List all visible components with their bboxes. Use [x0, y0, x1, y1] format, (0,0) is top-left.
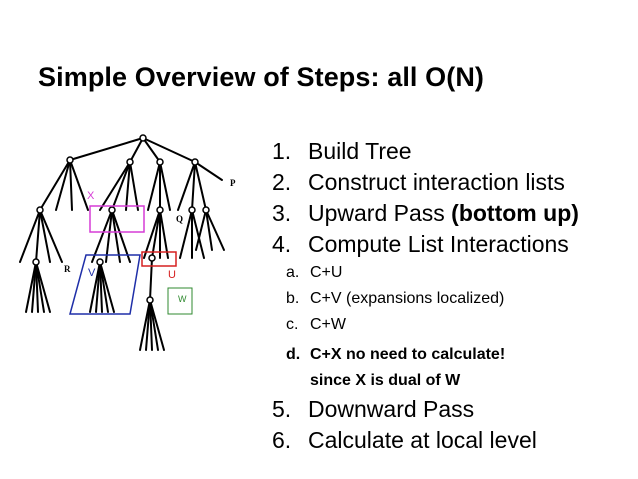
steps-list: 1.Build Tree 2.Construct interaction lis… — [272, 136, 579, 456]
label-r: R — [64, 264, 71, 274]
slide-title: Simple Overview of Steps: all O(N) — [38, 62, 485, 92]
substep-d: d.C+X no need to calculate! — [286, 346, 506, 363]
step-1: 1.Build Tree — [272, 138, 412, 164]
step-3: 3.Upward Pass (bottom up) — [272, 200, 579, 226]
label-p: P — [230, 178, 236, 188]
substep-a: a.C+U — [286, 264, 343, 281]
substep-b: b.C+V (expansions localized) — [286, 290, 505, 307]
label-q: Q — [176, 214, 183, 224]
label-w: W — [178, 294, 187, 304]
substep-c: c.C+W — [286, 316, 346, 333]
step-6: 6.Calculate at local level — [272, 427, 537, 453]
step-4: 4.Compute List Interactions — [272, 231, 569, 257]
label-x: X — [87, 190, 95, 202]
step-2: 2.Construct interaction lists — [272, 169, 565, 195]
label-u: U — [168, 269, 176, 281]
substep-d-continuation: since X is dual of W — [310, 372, 461, 389]
step-5: 5.Downward Pass — [272, 396, 475, 422]
label-v: V — [88, 267, 96, 279]
